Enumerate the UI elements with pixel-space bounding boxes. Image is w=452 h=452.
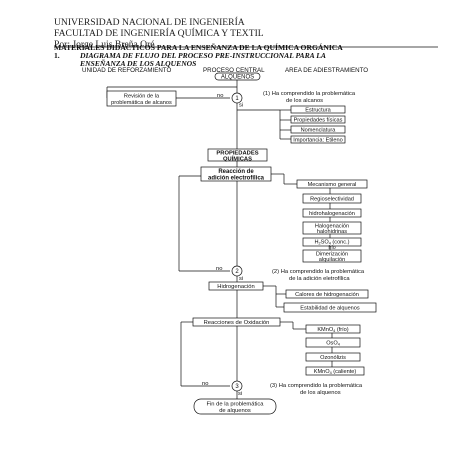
column-center-heading: PROCESO CENTRAL (203, 67, 265, 74)
oso4-label: OsO4 (326, 341, 340, 347)
hydrohalogenation-box (302, 208, 362, 218)
column-left-heading: UNIDAD DE REFORZAMIENTO (82, 67, 171, 74)
sulfuric-acid-box (302, 237, 362, 247)
general-mechanism-label: Mecanismo general (308, 182, 357, 188)
question-3-line1: (3) Ha comprendido la problemática (270, 383, 363, 389)
physical-properties-label: Propiedades físicas (294, 118, 343, 124)
diagram-title-line1: DIAGRAMA DE FLUJO DEL PROCESO PRE-INSTRU… (80, 51, 326, 60)
halogenation-box (302, 221, 362, 235)
alkene-stability-label: Estabilidad de alquenos (300, 306, 360, 312)
decision-1-label: 1 (235, 96, 239, 102)
author-line: Por: Jorge Luis Breña Oré (54, 39, 155, 50)
estructura-label: Estructura (305, 108, 331, 114)
kmno4-cold-box (305, 324, 361, 334)
halogenation-line2: halohidrinas (317, 229, 347, 235)
hydrogenation-heats-box (285, 289, 369, 299)
oxidation-label: Reacciones de Oxidación (204, 320, 270, 326)
ozonolysis-box (305, 352, 361, 362)
physical-properties-box (290, 115, 346, 124)
end-node (193, 398, 277, 415)
electrophilic-addition-box (200, 166, 272, 182)
decision-2-si: si (239, 276, 243, 282)
question-2-line2: de la adición eletrofílica (289, 276, 350, 282)
dimerization-line2: alquilación (319, 257, 345, 263)
chemical-properties-line1: PROPIEDADES (216, 151, 258, 157)
importancia-label: Importancia: Etileno (293, 138, 342, 144)
estructura-box (290, 105, 346, 114)
review-alkanes-line1: Revisión de la (124, 94, 160, 100)
faculty-name: FACULTAD DE INGENIERÍA QUÍMICA Y TEXTIL (54, 28, 264, 39)
start-node-label: ALQUENOS (221, 75, 254, 81)
decision-3-node (231, 380, 243, 392)
dimerization-line1: Dimerización (316, 252, 348, 258)
chemical-properties-box (207, 148, 268, 162)
dimerization-box (302, 249, 362, 263)
decision-3-label: 3 (235, 384, 239, 390)
alkene-stability-box (283, 302, 377, 313)
importancia-box (290, 135, 346, 144)
question-3-line2: de los alquenos (300, 390, 341, 396)
sulfuric-acid-line2: frío (328, 245, 335, 251)
decision-1-node (231, 92, 243, 104)
halogenation-line1: Halogenación (315, 224, 349, 230)
nomenclatura-label: Nomenclatura (301, 128, 337, 134)
connector-lines (106, 79, 333, 399)
end-node-line1: Fin de la problemática (206, 402, 264, 408)
hydrogenation-label: Hidrogenación (217, 284, 254, 290)
decision-2-no: no (216, 266, 222, 272)
oso4-box (305, 337, 361, 348)
question-2-line1: (2) Ha comprendido la problemática (272, 269, 365, 275)
kmno4-hot-label: KMnO4 (caliente) (314, 369, 357, 375)
chemical-properties-line2: QUÍMICAS (223, 154, 252, 162)
general-mechanism-box (296, 179, 368, 189)
hydrogenation-box (208, 281, 264, 291)
decision-2-label: 2 (235, 269, 239, 275)
electrophilic-addition-line1: Reacción de (218, 169, 254, 175)
question-1-line2: de los alcanos (286, 98, 323, 104)
sulfuric-acid-line1: H2SO4 (conc.) (314, 240, 349, 246)
oxidation-box (192, 317, 281, 327)
kmno4-cold-label: KMnO4 (frío) (317, 327, 348, 333)
diagram-title-line2: ENSEÑANZA DE LOS ALQUENOS (80, 59, 197, 68)
review-alkanes-line2: problemática de alcanos (111, 100, 172, 106)
section-title: MATERIALES DIDÁCTICOS PARA LA ENSEÑANZA … (54, 43, 343, 52)
decision-3-si: si (238, 391, 242, 397)
electrophilic-addition-line2: adición electrofílica (208, 176, 265, 182)
end-node-line2: de alquenos (219, 408, 251, 414)
decision-2-node (231, 265, 243, 277)
ozonolysis-label: Ozonólizis (320, 355, 346, 361)
question-1-line1: (1) Ha comprendido la problemática (263, 91, 356, 97)
review-alkanes-box (106, 90, 177, 107)
column-right-heading: AREA DE ADIESTRAMIENTO (285, 67, 368, 74)
section-number: 1. (54, 51, 60, 60)
regioselectivity-label: Regioselectividad (310, 197, 354, 203)
university-name: UNIVERSIDAD NACIONAL DE INGENIERÍA (54, 17, 245, 28)
decision-1-si: si (239, 103, 243, 109)
start-node (214, 72, 261, 81)
decision-1-no: no (217, 93, 223, 99)
nomenclatura-box (290, 125, 346, 134)
decision-3-no: no (202, 381, 208, 387)
regioselectivity-box (302, 193, 362, 204)
hydrohalogenation-label: hidrohalogenación (309, 211, 355, 217)
kmno4-hot-box (305, 366, 365, 376)
hydrogenation-heats-label: Calores de hidrogenación (295, 292, 359, 298)
